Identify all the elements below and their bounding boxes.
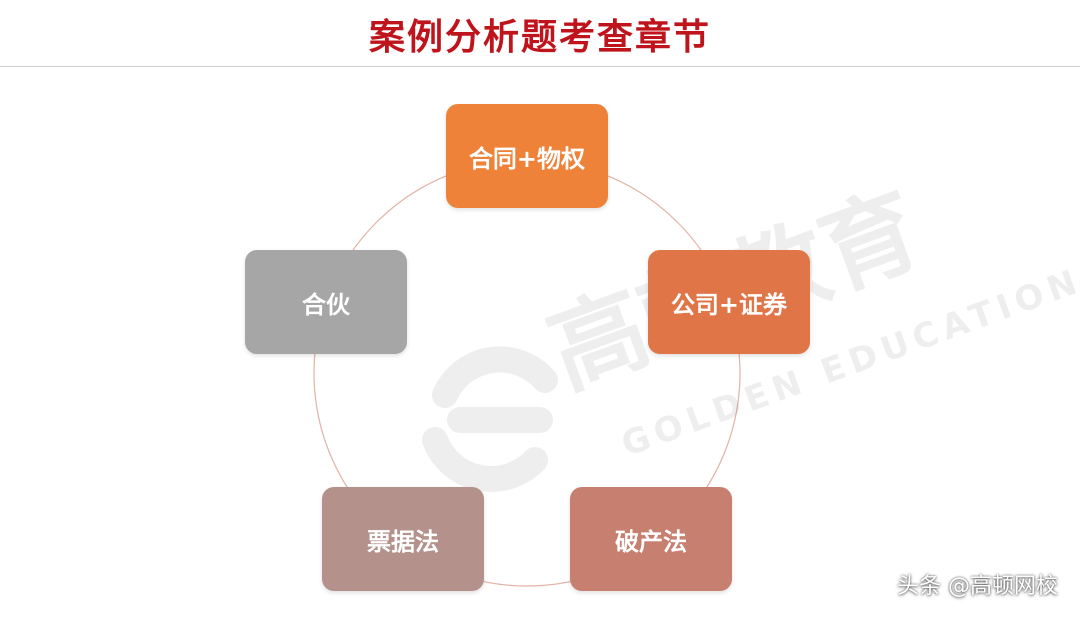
cycle-node-label: 公司+证券: [670, 290, 788, 319]
cycle-node-label: 票据法: [367, 527, 439, 556]
cycle-node-contract-property: 合同+物权: [446, 104, 608, 208]
cycle-node-label: 破产法: [615, 527, 687, 556]
cycle-node-company-securities: 公司+证券: [648, 250, 810, 354]
page-title: 案例分析题考查章节: [368, 17, 711, 58]
cycle-node-label: 合伙: [302, 290, 350, 319]
title-divider: [0, 66, 1080, 67]
cycle-node-bankruptcy: 破产法: [570, 487, 732, 591]
cycle-node-negotiable-instruments: 票据法: [322, 487, 484, 591]
source-credit: 头条 @高顿网校: [897, 574, 1058, 599]
cycle-node-label: 合同+物权: [468, 144, 586, 173]
cycle-node-partnership: 合伙: [245, 250, 407, 354]
